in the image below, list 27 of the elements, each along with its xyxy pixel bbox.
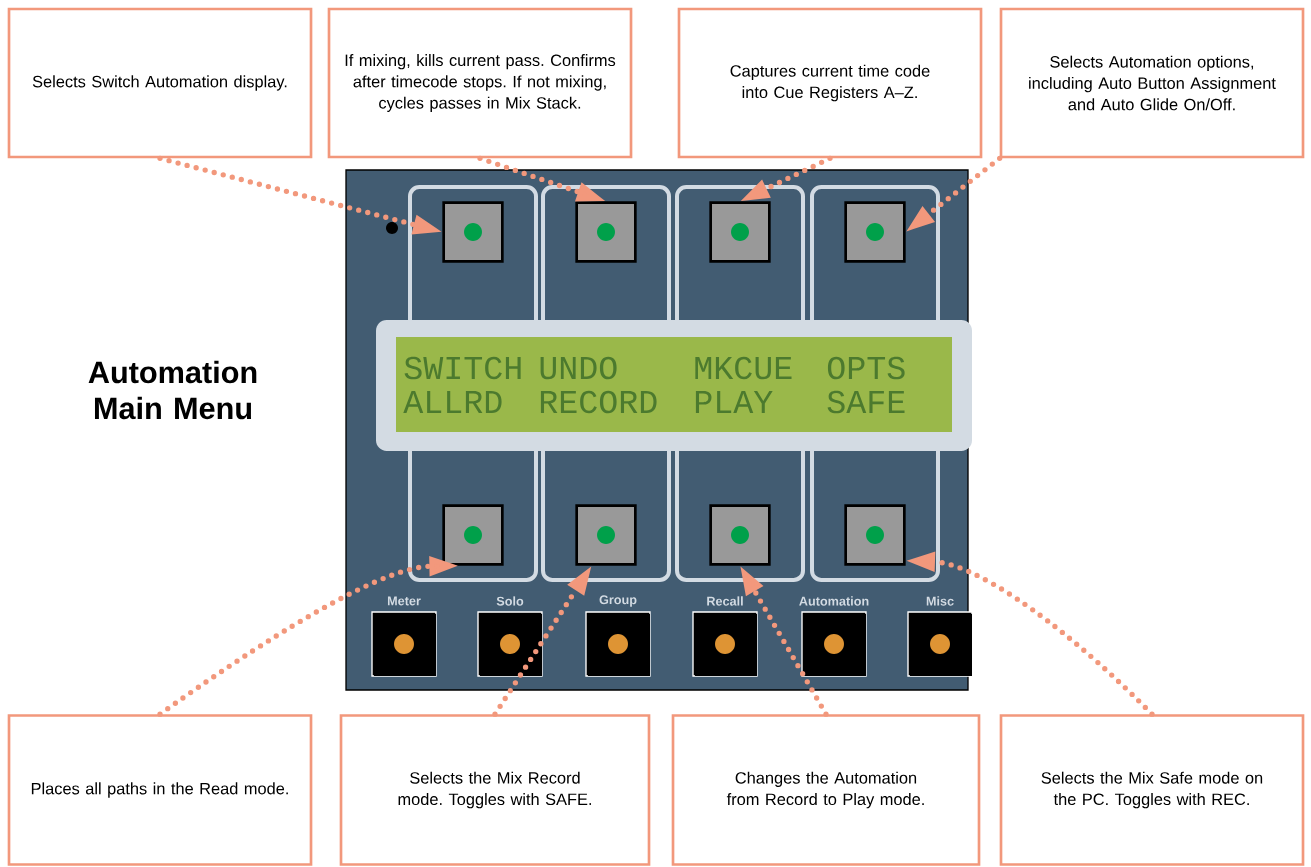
push-button [709,201,771,263]
key-label: Solo [496,596,524,606]
key-label: Automation [799,596,869,606]
display-text: OPTS [827,356,905,380]
callout-box: If mixing, kills current pass. Confirms after timecode stops. If not mixing, cycles passes in Mix Stack. [327,7,633,159]
push-button [844,504,906,566]
push-button [575,504,637,566]
push-button [442,201,504,263]
push-button [844,201,906,263]
display-text: PLAY [695,391,773,413]
push-button [442,504,504,566]
display-text: SAFE [827,390,905,414]
push-button [575,201,637,263]
push-button [709,504,771,566]
display-text: SWITCH [404,356,521,380]
callout-box: Places all paths in the Read mode. [7,714,313,866]
display-text: ALLRD [403,391,502,413]
callout-box: Selects the Mix Record mode. Toggles with SAFE. [339,714,651,866]
callout-box: Selects Switch Automation display. [7,7,313,159]
callout-box: Selects the Mix Safe mode on the PC. Toggles with REC. [999,714,1305,866]
display-text: RECORD [540,390,657,414]
title: Automation Main Menu [88,360,257,420]
display-text: UNDO [540,356,617,380]
callout-box: Selects Automation options, including Auto Button Assignment and Auto Glide On/Off. [999,7,1305,159]
display-text: MKCUE [695,356,792,380]
callout-box: Captures current time code into Cue Registers A–Z. [677,7,983,159]
callout-box: Changes the Automation from Record to Play mode. [671,714,981,866]
